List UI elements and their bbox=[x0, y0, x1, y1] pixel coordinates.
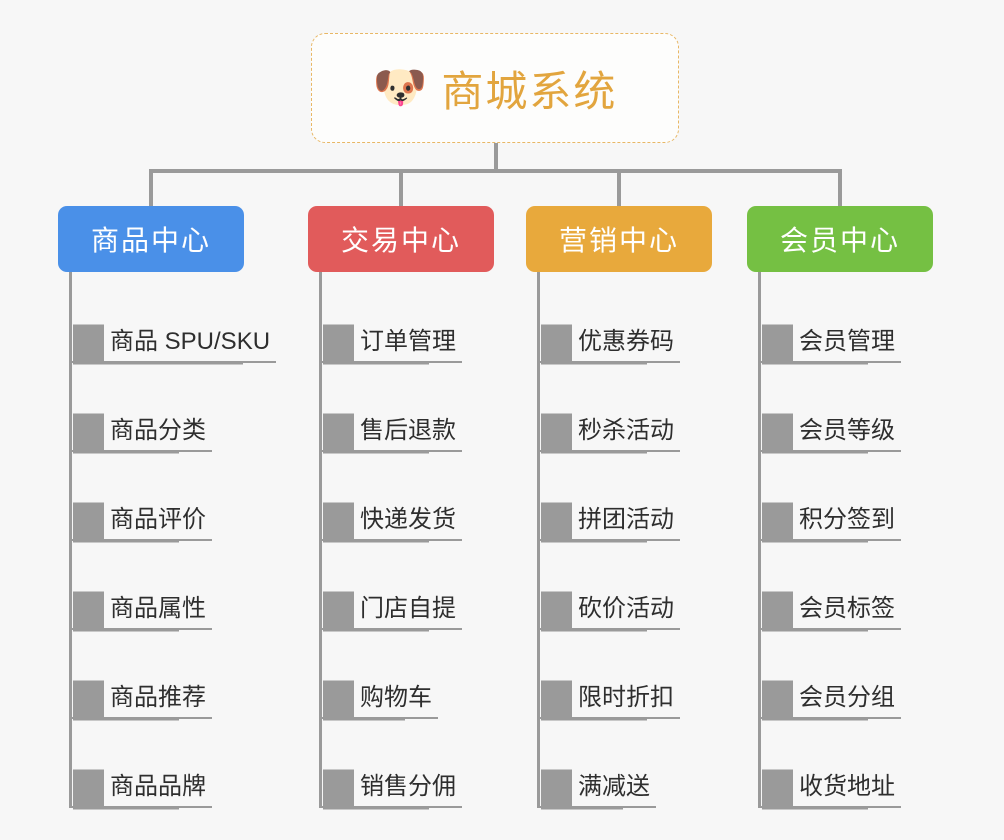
branch-header-marketing-center[interactable]: 营销中心 bbox=[526, 206, 712, 272]
leaf-item-label: 积分签到 bbox=[793, 499, 901, 541]
leaf-item-label: 满减送 bbox=[572, 766, 656, 808]
leaf-item-label: 销售分佣 bbox=[354, 766, 462, 808]
branch-header-label: 营销中心 bbox=[558, 225, 679, 256]
leaf-item[interactable]: 会员标签 bbox=[761, 541, 967, 630]
leaf-item[interactable]: 拼团活动 bbox=[540, 452, 746, 541]
leaf-item-label: 商品推荐 bbox=[104, 677, 212, 719]
branch-header-label: 会员中心 bbox=[779, 225, 900, 256]
connector-drop-product-center bbox=[149, 169, 153, 209]
leaf-item-label: 会员分组 bbox=[793, 677, 901, 719]
connector-drop-marketing-center bbox=[617, 169, 621, 209]
connector-drop-member-center bbox=[838, 169, 842, 209]
branch-marketing-center: 营销中心优惠券码秒杀活动拼团活动砍价活动限时折扣满减送 bbox=[526, 206, 746, 808]
leaf-item[interactable]: 限时折扣 bbox=[540, 630, 746, 719]
leaf-item-label: 限时折扣 bbox=[572, 677, 680, 719]
root-title: 商城系统 bbox=[441, 67, 618, 115]
leaf-item-label: 订单管理 bbox=[354, 321, 462, 363]
leaf-item[interactable]: 满减送 bbox=[540, 719, 746, 808]
branch-member-center: 会员中心会员管理会员等级积分签到会员标签会员分组收货地址 bbox=[747, 206, 967, 808]
leaf-item[interactable]: 商品 SPU/SKU bbox=[72, 274, 278, 363]
leaf-item[interactable]: 会员分组 bbox=[761, 630, 967, 719]
branch-trade-center: 交易中心订单管理售后退款快递发货门店自提购物车销售分佣 bbox=[308, 206, 528, 808]
leaf-item-label: 商品 SPU/SKU bbox=[104, 321, 277, 363]
branch-header-label: 交易中心 bbox=[340, 225, 461, 256]
leaf-item-label: 商品分类 bbox=[104, 410, 212, 452]
leaf-item[interactable]: 优惠券码 bbox=[540, 274, 746, 363]
branch-header-member-center[interactable]: 会员中心 bbox=[747, 206, 933, 272]
leaf-item[interactable]: 秒杀活动 bbox=[540, 363, 746, 452]
leaf-item[interactable]: 订单管理 bbox=[322, 274, 528, 363]
branch-header-label: 商品中心 bbox=[90, 225, 211, 256]
leaf-item-label: 商品属性 bbox=[104, 588, 212, 630]
leaf-item-label: 商品品牌 bbox=[104, 766, 212, 808]
leaf-item[interactable]: 砍价活动 bbox=[540, 541, 746, 630]
branch-header-product-center[interactable]: 商品中心 bbox=[58, 206, 244, 272]
leaf-item-label: 会员管理 bbox=[793, 321, 901, 363]
branch-header-trade-center[interactable]: 交易中心 bbox=[308, 206, 494, 272]
leaf-item-label: 会员标签 bbox=[793, 588, 901, 630]
dog-face-icon: 🐶 bbox=[372, 63, 428, 112]
leaf-item[interactable]: 商品推荐 bbox=[72, 630, 278, 719]
leaf-item-label: 门店自提 bbox=[354, 588, 462, 630]
branch-trunk-trade-center: 订单管理售后退款快递发货门店自提购物车销售分佣 bbox=[319, 272, 528, 808]
leaf-item[interactable]: 商品品牌 bbox=[72, 719, 278, 808]
branch-trunk-member-center: 会员管理会员等级积分签到会员标签会员分组收货地址 bbox=[758, 272, 967, 808]
leaf-item[interactable]: 快递发货 bbox=[322, 452, 528, 541]
leaf-item-label: 购物车 bbox=[354, 677, 438, 719]
leaf-item[interactable]: 商品分类 bbox=[72, 363, 278, 452]
leaf-item-label: 优惠券码 bbox=[572, 321, 680, 363]
leaf-item-label: 拼团活动 bbox=[572, 499, 680, 541]
branch-trunk-product-center: 商品 SPU/SKU 商品分类商品评价商品属性商品推荐商品品牌 bbox=[69, 272, 278, 808]
leaf-item[interactable]: 会员等级 bbox=[761, 363, 967, 452]
leaf-item[interactable]: 商品评价 bbox=[72, 452, 278, 541]
leaf-item-label: 砍价活动 bbox=[572, 588, 680, 630]
leaf-item-label: 售后退款 bbox=[354, 410, 462, 452]
connector-horizontal-bus bbox=[149, 169, 842, 173]
leaf-item[interactable]: 会员管理 bbox=[761, 274, 967, 363]
leaf-item[interactable]: 收货地址 bbox=[761, 719, 967, 808]
leaf-item-label: 秒杀活动 bbox=[572, 410, 680, 452]
connector-drop-trade-center bbox=[399, 169, 403, 209]
leaf-item-label: 会员等级 bbox=[793, 410, 901, 452]
leaf-item[interactable]: 门店自提 bbox=[322, 541, 528, 630]
leaf-item[interactable]: 售后退款 bbox=[322, 363, 528, 452]
branch-product-center: 商品中心商品 SPU/SKU 商品分类商品评价商品属性商品推荐商品品牌 bbox=[58, 206, 278, 808]
leaf-item[interactable]: 积分签到 bbox=[761, 452, 967, 541]
connector-root-stem bbox=[494, 143, 498, 171]
leaf-item-label: 商品评价 bbox=[104, 499, 212, 541]
leaf-item[interactable]: 商品属性 bbox=[72, 541, 278, 630]
root-node[interactable]: 🐶 商城系统 bbox=[311, 33, 679, 143]
branch-trunk-marketing-center: 优惠券码秒杀活动拼团活动砍价活动限时折扣满减送 bbox=[537, 272, 746, 808]
leaf-item[interactable]: 销售分佣 bbox=[322, 719, 528, 808]
leaf-item-label: 快递发货 bbox=[354, 499, 462, 541]
leaf-item[interactable]: 购物车 bbox=[322, 630, 528, 719]
leaf-item-label: 收货地址 bbox=[793, 766, 901, 808]
